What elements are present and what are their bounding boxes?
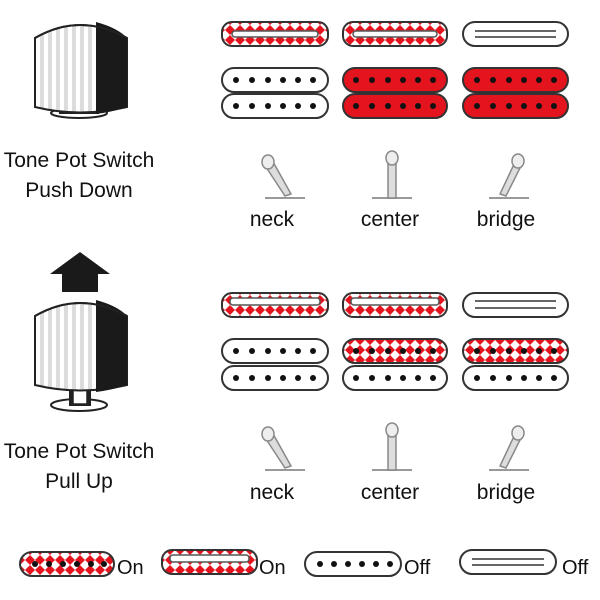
single-pickup-off-rail: [462, 292, 569, 318]
section-caption-line1: Tone Pot Switch: [4, 149, 155, 172]
pickup-column-center: [342, 292, 448, 391]
tone-knob-down-icon: [34, 22, 128, 119]
humbucker-coil-off: [221, 338, 329, 364]
humbucker-coil-off: [221, 93, 329, 119]
arrow-up-icon: [50, 252, 110, 292]
humbucker-coil-on-pattern: [342, 338, 448, 364]
pickup-column-bridge: [462, 21, 569, 119]
position-label-bridge: bridge: [477, 481, 535, 504]
pickup-column-neck: [221, 292, 329, 391]
humbucker-coil-on: [462, 67, 569, 93]
section-caption-line1: Tone Pot Switch: [4, 440, 155, 463]
selector-switch-bridge-icon: [489, 425, 529, 471]
humbucker-coil-off: [221, 67, 329, 93]
tone-knob-up-icon: [34, 300, 128, 412]
selector-switch-center-icon: [372, 150, 412, 199]
position-label-bridge: bridge: [477, 208, 535, 231]
legend-item-on-dotted: On: [19, 551, 144, 579]
humbucker-coil-off: [221, 365, 329, 391]
position-label-neck: neck: [250, 481, 295, 504]
selector-switch-neck-icon: [261, 426, 305, 471]
position-label-center: center: [361, 208, 419, 231]
humbucker-coil-off: [462, 365, 569, 391]
position-label-neck: neck: [250, 208, 295, 231]
section-caption-line2: Push Down: [25, 179, 132, 202]
humbucker-coil-on: [462, 93, 569, 119]
legend-item-on-rail: On: [161, 549, 286, 579]
humbucker-coil-on: [342, 67, 448, 93]
legend: On On Off Off: [19, 549, 589, 579]
legend-item-off: Off: [304, 551, 431, 579]
selector-switch-center-icon: [372, 422, 412, 471]
legend-item-off-rail: Off: [459, 549, 589, 579]
pickup-column-center: [342, 21, 448, 119]
humbucker-coil-off: [342, 365, 448, 391]
selector-switch-bridge-icon: [489, 153, 529, 199]
legend-label: On: [117, 557, 144, 579]
humbucker-coil-on: [342, 93, 448, 119]
selector-switch-neck-icon: [261, 154, 305, 199]
position-label-center: center: [361, 481, 419, 504]
legend-label: Off: [562, 557, 589, 579]
pickup-column-bridge: [462, 292, 569, 391]
section-caption-line2: Pull Up: [45, 470, 113, 493]
section-pull-up: Tone Pot Switch Pull Up: [4, 252, 569, 504]
section-push-down: Tone Pot Switch Push Down: [4, 21, 569, 231]
legend-label: Off: [404, 557, 431, 579]
pickup-column-neck: [221, 21, 329, 119]
single-pickup-off-rail: [462, 21, 569, 47]
humbucker-coil-on-pattern: [462, 338, 569, 364]
legend-label: On: [259, 557, 286, 579]
